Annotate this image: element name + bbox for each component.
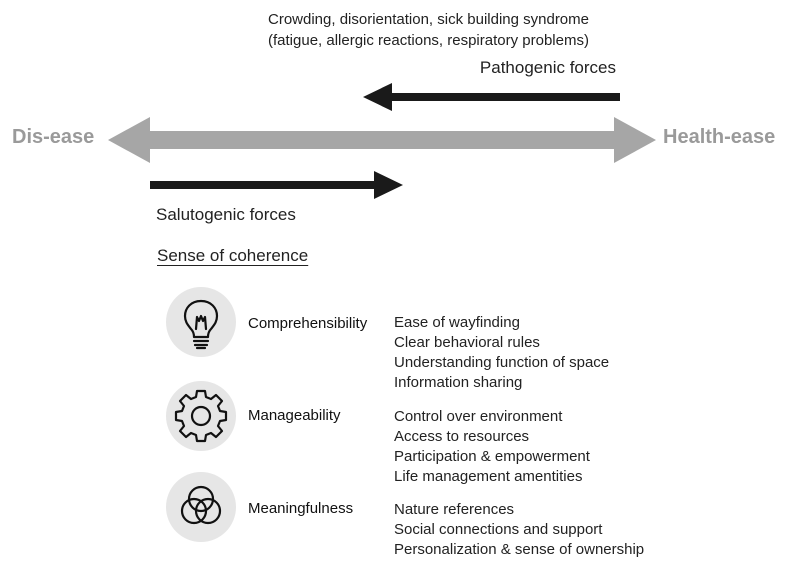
- list-item: Nature references: [394, 501, 515, 518]
- list-item: Life management amentities: [394, 468, 583, 485]
- list-item: Clear behavioral rules: [394, 334, 540, 351]
- list-item: Understanding function of space: [394, 354, 610, 371]
- health-continuum-arrow: [108, 117, 656, 163]
- lightbulb-icon: [166, 287, 236, 357]
- list-item: Information sharing: [394, 374, 523, 391]
- salutogenic-arrow: [150, 171, 403, 199]
- pathogenic-examples-line2: (fatigue, allergic reactions, respirator…: [268, 32, 589, 49]
- manageability-label: Manageability: [248, 407, 341, 424]
- interlocking-circles-icon: [166, 472, 236, 542]
- health-ease-label: Health-ease: [663, 126, 776, 148]
- list-item: Access to resources: [394, 428, 530, 445]
- gear-icon: [166, 381, 236, 451]
- list-item: Participation & empowerment: [394, 448, 590, 465]
- comprehensibility-items: Ease of wayfinding Clear behavioral rule…: [394, 313, 609, 393]
- list-item: Ease of wayfinding: [394, 314, 520, 331]
- list-item: Social connections and support: [394, 521, 603, 538]
- comprehensibility-label: Comprehensibility: [248, 315, 368, 332]
- list-item: Control over environment: [394, 408, 563, 425]
- sense-of-coherence-title: Sense of coherence: [157, 246, 309, 265]
- salutogenic-forces-label: Salutogenic forces: [156, 205, 296, 224]
- meaningfulness-label: Meaningfulness: [248, 500, 354, 517]
- pathogenic-arrow: [363, 83, 620, 111]
- pathogenic-examples-line1: Crowding, disorientation, sick building …: [268, 11, 589, 28]
- list-item: Personalization & sense of ownership: [394, 541, 645, 558]
- pathogenic-examples: Crowding, disorientation, sick building …: [268, 9, 589, 51]
- dis-ease-label: Dis-ease: [12, 126, 95, 148]
- meaningfulness-items: Nature references Social connections and…: [394, 500, 644, 560]
- pathogenic-forces-label: Pathogenic forces: [479, 58, 616, 77]
- manageability-items: Control over environment Access to resou…: [394, 407, 590, 487]
